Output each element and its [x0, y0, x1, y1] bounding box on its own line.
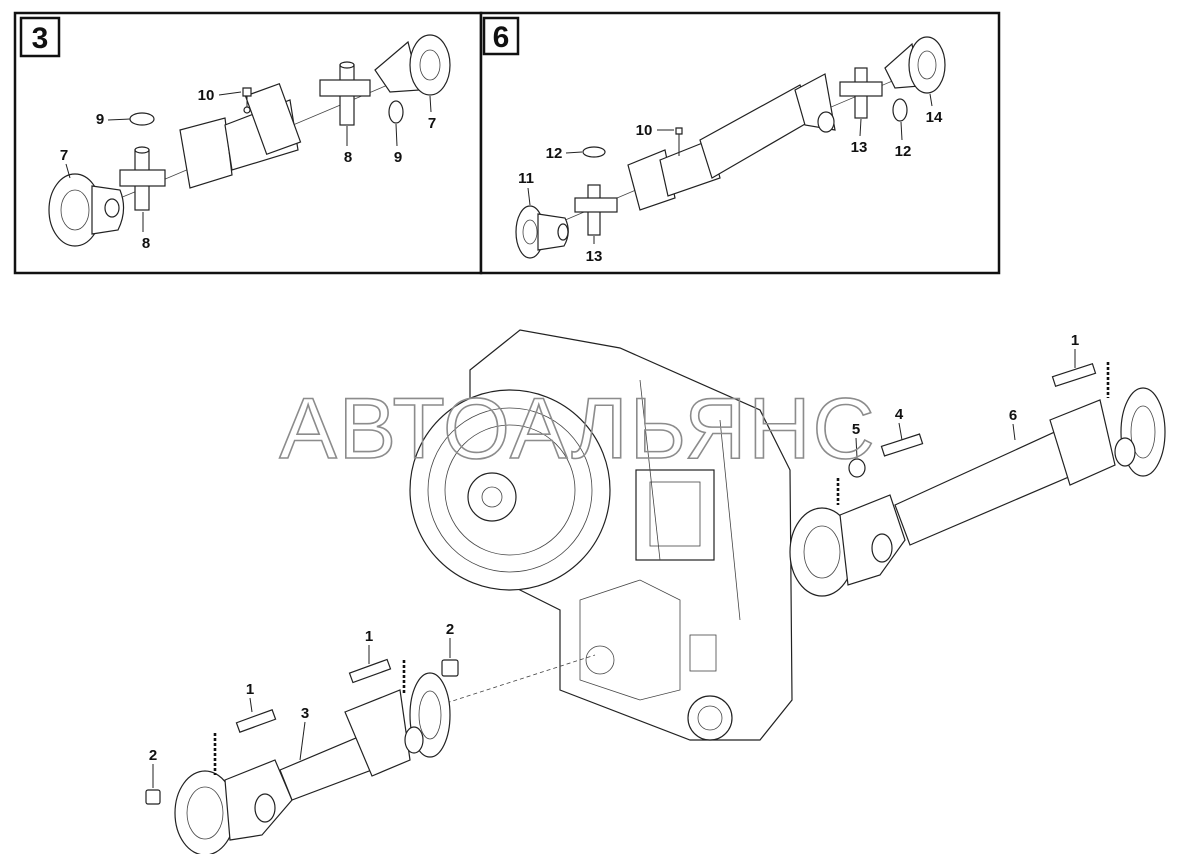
callout-13-right: 13	[851, 139, 868, 156]
callout-13-left: 13	[586, 248, 603, 265]
callout-2-rear-upper: 2	[446, 621, 454, 638]
panel-6-right-cross	[839, 67, 883, 119]
watermark: АВТОАЛЬЯНС	[279, 381, 876, 477]
panel-3-shaft	[179, 82, 302, 189]
callout-3: 3	[301, 705, 309, 722]
rear-hardware	[145, 658, 459, 805]
panel-3-number: 3	[32, 22, 49, 55]
panel-3-left-cross	[119, 146, 166, 211]
panel-6-left-cross	[574, 184, 618, 236]
panel-6-right-ring	[892, 98, 908, 122]
callout-10-panel6: 10	[636, 122, 653, 139]
callout-12-left: 12	[546, 145, 563, 162]
callout-6: 6	[1009, 407, 1017, 424]
callout-1-rear-lower: 1	[246, 681, 254, 698]
panel-3-badge	[19, 16, 61, 58]
callout-7-left: 7	[60, 147, 68, 164]
callout-7-right: 7	[428, 115, 436, 132]
panel-3-right-cross	[319, 61, 371, 126]
main-callouts: 1 2 3 1 2 5 4 6 1	[149, 332, 1079, 788]
panel-6-shaft	[627, 73, 836, 211]
panel-3-left-ring	[129, 112, 155, 126]
front-drive-shaft	[789, 387, 1166, 597]
panel-3-right-ring	[388, 100, 404, 124]
panel-6-left-ring	[582, 146, 606, 158]
callout-9-left: 9	[96, 111, 104, 128]
callout-2-rear-lower: 2	[149, 747, 157, 764]
callout-12-right: 12	[895, 143, 912, 160]
rear-drive-shaft	[174, 672, 451, 854]
callout-4: 4	[895, 406, 904, 423]
panel-6-badge	[482, 16, 520, 56]
panel-3-right-flange	[374, 34, 451, 96]
callout-10-panel3: 10	[198, 87, 215, 104]
panel-6-left-flange	[515, 205, 569, 259]
callout-5: 5	[852, 421, 860, 438]
panel-3-left-flange	[48, 173, 125, 247]
inset-panel-3: 3	[13, 11, 483, 275]
callout-9-right: 9	[394, 149, 402, 166]
callout-1-front: 1	[1071, 332, 1079, 349]
callout-11: 11	[518, 170, 534, 187]
callout-1-rear-upper: 1	[365, 628, 373, 645]
callout-14: 14	[926, 109, 943, 126]
inset-panel-6: 6	[479, 11, 1001, 275]
front-hardware	[836, 362, 1110, 505]
panel-6-number: 6	[493, 21, 510, 54]
transmission-housing	[409, 329, 793, 741]
panel-6-right-flange	[884, 36, 946, 94]
callout-8-right: 8	[344, 149, 352, 166]
callout-8-left: 8	[142, 235, 150, 252]
